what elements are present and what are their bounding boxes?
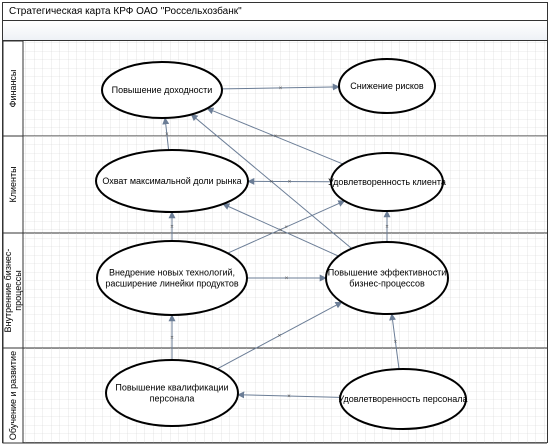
edge-arrow <box>389 313 400 370</box>
lane-label: Внутренние бизнес-процессы <box>3 249 23 333</box>
node-ellipse <box>325 241 449 315</box>
edge-marker: × <box>170 336 174 342</box>
page-title: Стратегическая карта КРФ ОАО "Россельхоз… <box>9 6 242 17</box>
edge-revenue-to-risk: × <box>221 83 340 92</box>
lane-finance: Финансы <box>2 40 547 137</box>
edge-satisfaction-to-share: × <box>247 177 332 186</box>
edge-marker: × <box>170 225 174 231</box>
edge-marker: × <box>285 276 289 282</box>
edge-marker: × <box>394 339 398 345</box>
node-label: Снижение рисков <box>350 81 424 91</box>
lane-processes: Внутренние бизнес-процессы <box>2 232 547 349</box>
edge-qualification-to-tech: × <box>168 314 176 360</box>
lane-label: Обучение и развитие <box>8 351 18 440</box>
node-label: Внедрение новых технологий,расширение ли… <box>105 268 239 289</box>
edge-marker: × <box>385 225 389 231</box>
edge-tech-to-satisfaction: × <box>227 200 346 254</box>
edge-arrow <box>216 301 343 370</box>
edge-marker: × <box>287 394 291 400</box>
lane-label: Клиенты <box>8 166 18 202</box>
node-ellipse <box>96 240 248 316</box>
edge-tech-to-share: × <box>168 211 176 241</box>
edge-marker: × <box>279 86 283 92</box>
node-label: Удовлетворенность клиента <box>328 177 446 187</box>
edge-arrow <box>221 83 340 91</box>
edge-qualification-to-efficiency: × <box>216 301 343 370</box>
edge-marker: × <box>278 334 282 340</box>
edge-arrow <box>190 113 353 249</box>
node-ellipse <box>101 61 223 119</box>
node-ellipse <box>330 152 444 212</box>
edge-arrow <box>222 203 339 257</box>
node-staff_satisfaction: Удовлетворенность персонала <box>338 368 468 430</box>
edge-tech-to-efficiency: × <box>247 274 327 282</box>
edge-marker: × <box>284 225 288 231</box>
edge-efficiency-to-revenue: × <box>190 113 353 249</box>
node-tech: Внедрение новых технологий,расширение ли… <box>96 240 248 316</box>
lane-label: Финансы <box>8 70 18 108</box>
edge-satisfaction-to-revenue: × <box>206 107 344 165</box>
edge-share-to-revenue: × <box>162 117 170 151</box>
edge-marker: × <box>288 180 292 186</box>
header-band <box>3 21 547 41</box>
edge-staff_satisfaction-to-efficiency: × <box>389 313 400 370</box>
edge-marker: × <box>270 180 274 186</box>
edge-marker: × <box>279 228 283 234</box>
node-ellipse <box>339 368 467 430</box>
node-satisfaction: Удовлетворенность клиента <box>328 152 446 212</box>
edge-efficiency-to-share: × <box>222 203 339 257</box>
edge-arrow <box>206 107 344 165</box>
edge-arrow <box>227 200 346 254</box>
edge-staff_satisfaction-to-qualification: × <box>237 391 341 400</box>
node-share: Охват максимальной доли рынка <box>95 149 249 213</box>
edge-marker: × <box>165 132 169 138</box>
edge-arrow <box>162 117 170 151</box>
node-ellipse <box>95 149 249 213</box>
edge-arrow <box>237 391 341 399</box>
node-revenue: Повышение доходности <box>101 61 223 119</box>
node-risk: Снижение рисков <box>338 58 436 114</box>
node-label: Охват максимальной доли рынка <box>102 176 241 186</box>
node-label: Удовлетворенность персонала <box>338 394 467 404</box>
edge-marker: × <box>273 134 277 140</box>
edge-efficiency-to-satisfaction: × <box>383 210 391 242</box>
title-bar: Стратегическая карта КРФ ОАО "Россельхоз… <box>3 3 547 21</box>
node-label: Повышение доходности <box>112 85 213 95</box>
node-ellipse <box>105 359 239 427</box>
node-ellipse <box>338 58 436 114</box>
